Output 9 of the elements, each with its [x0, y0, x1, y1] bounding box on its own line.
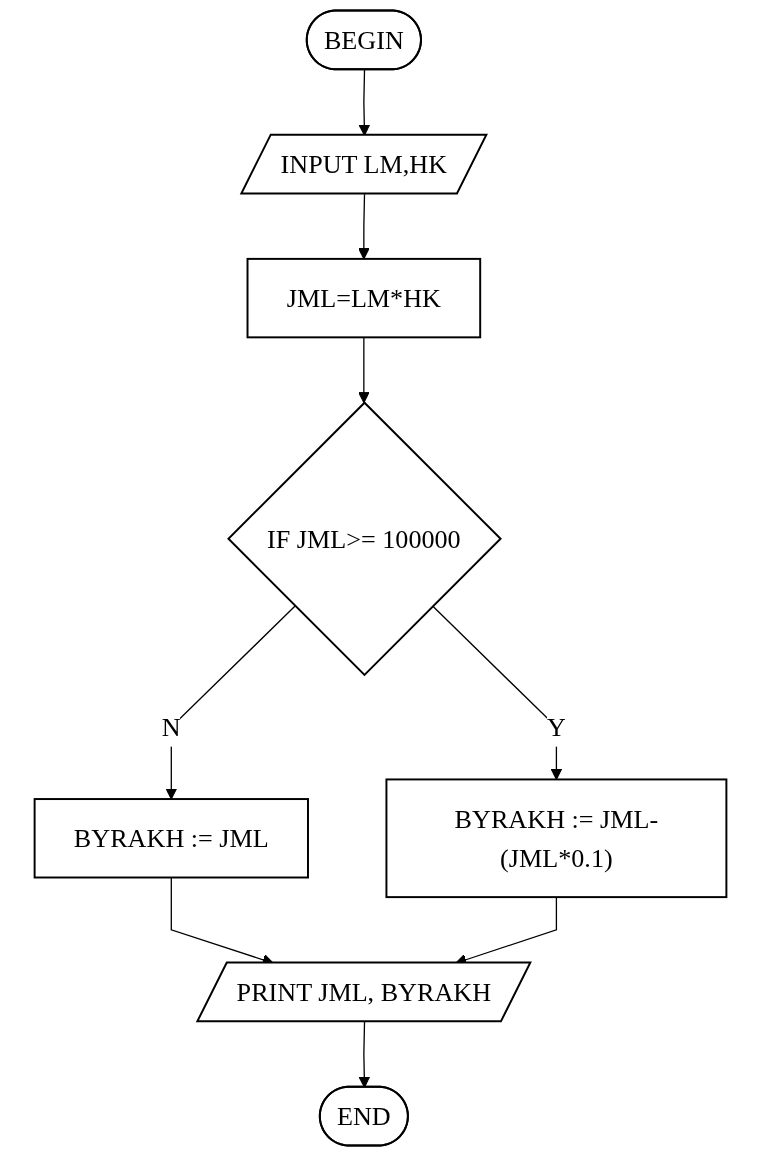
arrow	[358, 336, 370, 404]
edge-label: Y	[546, 712, 566, 742]
node-box: BYRAKH := JML	[33, 798, 309, 879]
arrow	[358, 193, 370, 260]
node-box: BYRAKH := JML-(JML*0.1)	[385, 778, 728, 899]
node-box: JML=LM*HK	[246, 257, 482, 339]
edge-label: N	[161, 712, 181, 742]
node-diamond: IF JML>= 100000	[227, 401, 502, 677]
arrow	[358, 1021, 371, 1088]
